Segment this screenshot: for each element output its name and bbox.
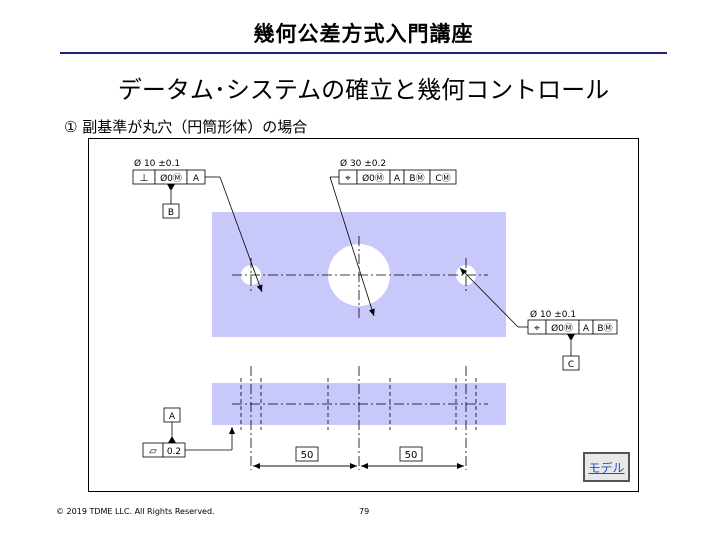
header-title: 幾何公差方式入門講座 (253, 22, 474, 46)
datum-c-label: C (568, 360, 574, 370)
left-frame-datum: A (193, 174, 200, 184)
datum-a-triangle (168, 436, 176, 443)
model-button[interactable]: モデル (583, 452, 630, 482)
center-frame-datum-b: BⓂ (409, 173, 424, 184)
left-frame-symbol: ⊥ (140, 173, 149, 184)
center-frame-symbol: ⌖ (345, 173, 351, 184)
case-label: ① 副基準が丸穴（円筒形体）の場合 (64, 118, 308, 136)
right-frame-datum-b: BⓂ (597, 323, 612, 334)
datum-b-triangle (167, 184, 175, 191)
center-frame-datum-c: CⓂ (435, 173, 450, 184)
flatness-value: 0.2 (167, 447, 181, 457)
datum-a-label: A (169, 412, 176, 422)
center-frame-datum-a: A (394, 174, 401, 184)
right-frame-tolerance: Ø0Ⓜ (551, 323, 573, 334)
header-rule (60, 52, 667, 54)
dim-right: 50 (405, 450, 418, 461)
dim-box-right (399, 446, 423, 462)
right-hole-size: Ø 10 ±0.1 (530, 309, 576, 320)
left-hole-size: Ø 10 ±0.1 (134, 158, 180, 169)
left-frame-tolerance: Ø0Ⓜ (160, 173, 182, 184)
footer-copyright: © 2019 TDME LLC. All Rights Reserved. (56, 507, 215, 516)
footer-page-number: 79 (359, 507, 370, 516)
flatness-symbol: ▱ (149, 446, 157, 457)
dim-left: 50 (301, 450, 314, 461)
right-frame-datum-a: A (583, 324, 590, 334)
dim-box-left (295, 446, 319, 462)
model-button-label[interactable]: モデル (588, 460, 625, 475)
center-frame-tolerance: Ø0Ⓜ (362, 173, 384, 184)
center-hole-size: Ø 30 ±0.2 (340, 158, 386, 169)
right-frame-symbol: ⌖ (534, 323, 540, 334)
datum-c-triangle (567, 334, 575, 341)
slide-subtitle: データム･システムの確立と幾何コントロール (117, 76, 610, 104)
datum-b-label: B (168, 208, 174, 218)
drawing-frame (88, 138, 639, 492)
